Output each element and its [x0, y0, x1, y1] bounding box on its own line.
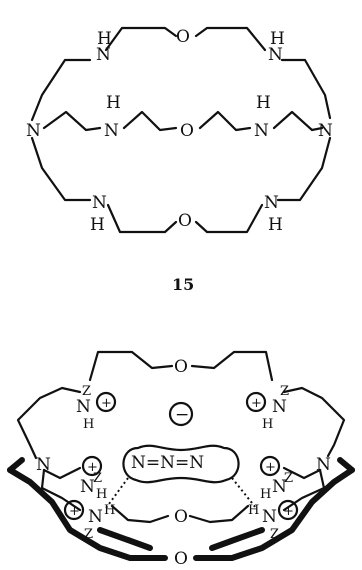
- plus-sign: +: [251, 396, 262, 411]
- atom-n: N: [318, 121, 333, 141]
- atom-n: N: [26, 121, 41, 141]
- plus-sign: +: [265, 460, 276, 475]
- atom-n: N: [92, 193, 107, 213]
- atom-n: N: [262, 507, 277, 527]
- atom-n: N: [316, 455, 331, 475]
- atom-o: O: [180, 121, 194, 141]
- compound-number: 15: [172, 275, 194, 294]
- atom-h: H: [260, 487, 271, 502]
- minus-sign: −: [175, 405, 189, 425]
- atom-n: N: [76, 397, 91, 417]
- plus-icon: [277, 499, 299, 521]
- cryptand-15-structure: N H O N H N N H O N H N N H O N H 15: [26, 26, 333, 294]
- atom-n: N: [254, 121, 269, 141]
- atom-n: N: [268, 45, 283, 65]
- atom-h: H: [97, 29, 112, 49]
- atom-z: Z: [82, 384, 91, 399]
- atom-z: Z: [280, 384, 289, 399]
- plus-icon: [259, 455, 281, 477]
- atom-h: H: [90, 215, 105, 235]
- plus-sign: +: [87, 460, 98, 475]
- atom-o: O: [174, 507, 188, 527]
- atom-h: H: [256, 93, 271, 113]
- atom-n: N: [88, 507, 103, 527]
- azide-complex-structure: N=N=N − N Z H + N Z H + N N + N Z H + N …: [7, 350, 355, 569]
- azide-ion: N=N=N: [131, 453, 204, 473]
- atom-o: O: [174, 549, 188, 569]
- atom-h: H: [96, 487, 107, 502]
- atom-n: N: [272, 477, 287, 497]
- atom-n: N: [96, 45, 111, 65]
- plus-icon: [95, 391, 117, 413]
- atom-h: H: [104, 503, 115, 518]
- atom-h: H: [262, 417, 273, 432]
- plus-sign: +: [283, 504, 294, 519]
- atom-h: H: [268, 215, 283, 235]
- atom-n: N: [264, 193, 279, 213]
- plus-sign: +: [69, 504, 80, 519]
- atom-o: O: [174, 357, 188, 377]
- plus-icon: [81, 455, 103, 477]
- atom-z: Z: [84, 527, 93, 542]
- atom-n: N: [36, 455, 51, 475]
- atom-z: Z: [284, 471, 293, 486]
- plus-sign: +: [101, 396, 112, 411]
- atom-n: N: [272, 397, 287, 417]
- minus-icon: [168, 401, 194, 427]
- atom-o: O: [178, 211, 192, 231]
- atom-z: Z: [270, 527, 279, 542]
- plus-icon: [63, 499, 85, 521]
- atom-n: N: [104, 121, 119, 141]
- atom-h: H: [248, 503, 259, 518]
- plus-icon: [245, 391, 267, 413]
- atom-o: O: [176, 27, 190, 47]
- atom-n: N: [80, 477, 95, 497]
- atom-h: H: [83, 417, 94, 432]
- atom-h: H: [106, 93, 121, 113]
- atom-h: H: [270, 29, 285, 49]
- atom-z: Z: [93, 471, 102, 486]
